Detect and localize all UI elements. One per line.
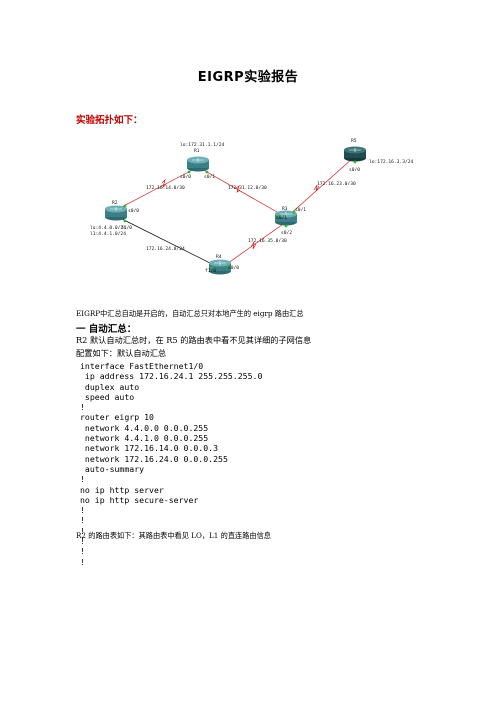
paragraph-auto-summary-behavior: R2 默认自动汇总时，在 R5 的路由表中看不见其详细的子网信息 bbox=[76, 335, 312, 345]
config-line: ! bbox=[80, 546, 85, 557]
paragraph-config-intro: 配置如下：默认自动汇总 bbox=[76, 348, 167, 358]
routing-table-note: R2 的路由表如下：其路由表中看见 LO，L1 的直连路由信息 bbox=[76, 531, 271, 540]
page-title: EIGRP实验报告 bbox=[197, 70, 299, 85]
r3-if-right-label: s0/1 bbox=[295, 207, 306, 213]
network-topology-diagram: lo:172.31.1.1/24 R1 s0/0 s0/1 R2 s0/0 lo… bbox=[76, 130, 422, 290]
router-r5 bbox=[344, 146, 366, 162]
r1-if-left-label: s0/0 bbox=[180, 174, 191, 180]
config-line: network 4.4.1.0 0.0.0.255 bbox=[80, 433, 209, 444]
r5-name-label: R5 bbox=[351, 138, 357, 144]
config-line: ! bbox=[80, 474, 85, 485]
link-r3-r5-label: 172.16.23.0/30 bbox=[317, 181, 356, 187]
link-r1-r2-zigzag bbox=[161, 178, 167, 189]
r4-if-right-label: s0/0 bbox=[228, 265, 239, 271]
r5-if-bottom-label: s0/0 bbox=[349, 167, 360, 173]
link-r1-r3-label: 172.31.12.0/30 bbox=[228, 185, 267, 191]
config-line: ! bbox=[80, 525, 85, 536]
link-r3-r5-zigzag bbox=[313, 184, 320, 192]
config-line: duplex auto bbox=[80, 381, 140, 392]
r3-if-bottom-label: s0/2 bbox=[281, 230, 292, 236]
link-r3-r5 bbox=[287, 157, 354, 217]
link-r3-r4-label: 172.16.35.0/30 bbox=[248, 238, 287, 244]
config-line: network 172.16.24.0 0.0.0.255 bbox=[80, 453, 228, 464]
r3-if-left-label: s0/1 bbox=[276, 215, 287, 221]
r4-if-left-label: f1/0 bbox=[205, 268, 216, 274]
config-line: ! bbox=[80, 505, 85, 516]
config-line: network 4.4.0.0 0.0.0.255 bbox=[80, 422, 209, 433]
config-line: speed auto bbox=[80, 391, 135, 402]
r1-name-label: R1 bbox=[194, 148, 200, 154]
link-r1-r2-label: 172.16.14.0/30 bbox=[146, 185, 185, 191]
config-block: interface FastEthernet1/0 ip address 172… bbox=[80, 361, 262, 567]
link-r2-r4 bbox=[119, 217, 217, 267]
config-line: ! bbox=[80, 556, 85, 567]
r2-if-top-label: s0/0 bbox=[128, 208, 139, 214]
router-r1 bbox=[187, 156, 209, 172]
router-r4 bbox=[209, 259, 231, 275]
r1-if-right-label: s0/1 bbox=[204, 174, 215, 180]
r2-name-label: R2 bbox=[112, 200, 118, 206]
topology-links bbox=[115, 157, 354, 267]
link-r1-r3-zigzag bbox=[235, 185, 241, 193]
r3-name-label: R3 bbox=[282, 206, 288, 212]
config-line: network 172.16.14.0 0.0.0.3 bbox=[80, 443, 219, 454]
config-line: interface FastEthernet1/0 bbox=[80, 361, 204, 371]
link-r1-r2 bbox=[115, 167, 197, 211]
router-r2 bbox=[105, 205, 127, 221]
link-r1-r3 bbox=[199, 167, 285, 217]
link-r2-r4-label: 172.16.24.0/24 bbox=[146, 246, 185, 252]
config-line: ! bbox=[80, 402, 85, 413]
router-r3 bbox=[275, 210, 297, 226]
port-indicators bbox=[123, 160, 357, 270]
link-r3-r4-zigzag bbox=[250, 241, 257, 250]
r1-loopback-label: lo:172.31.1.1/24 bbox=[180, 142, 224, 148]
config-line: ! bbox=[80, 536, 85, 547]
r2-if-bottom-label: f1/0 bbox=[121, 225, 132, 231]
topology-caption: EIGRP中汇总自动是开启的，自动汇总只对本地产生的 eigrp 路由汇总 bbox=[76, 309, 304, 318]
r2-loopback1-label: l1:4.4.1.0/24 bbox=[90, 231, 126, 237]
r5-loopback-label: lo:172.16.3.3/24 bbox=[369, 159, 413, 165]
config-line: router eigrp 10 bbox=[80, 412, 154, 423]
r4-name-label: R4 bbox=[216, 254, 222, 260]
section-heading-auto-summary: 一 自动汇总： bbox=[76, 324, 137, 335]
topology-heading: 实验拓扑如下： bbox=[76, 115, 143, 126]
config-line: no ip http secure-server bbox=[80, 494, 199, 505]
config-line: auto-summary bbox=[80, 463, 145, 474]
r2-loopback0-label: lo:4.4.0.0/24 bbox=[90, 225, 126, 231]
config-line: no ip http server bbox=[80, 484, 164, 495]
config-line: ! bbox=[80, 515, 85, 526]
link-r3-r4 bbox=[223, 221, 287, 267]
config-line: ip address 172.16.24.1 255.255.255.0 bbox=[80, 371, 263, 382]
